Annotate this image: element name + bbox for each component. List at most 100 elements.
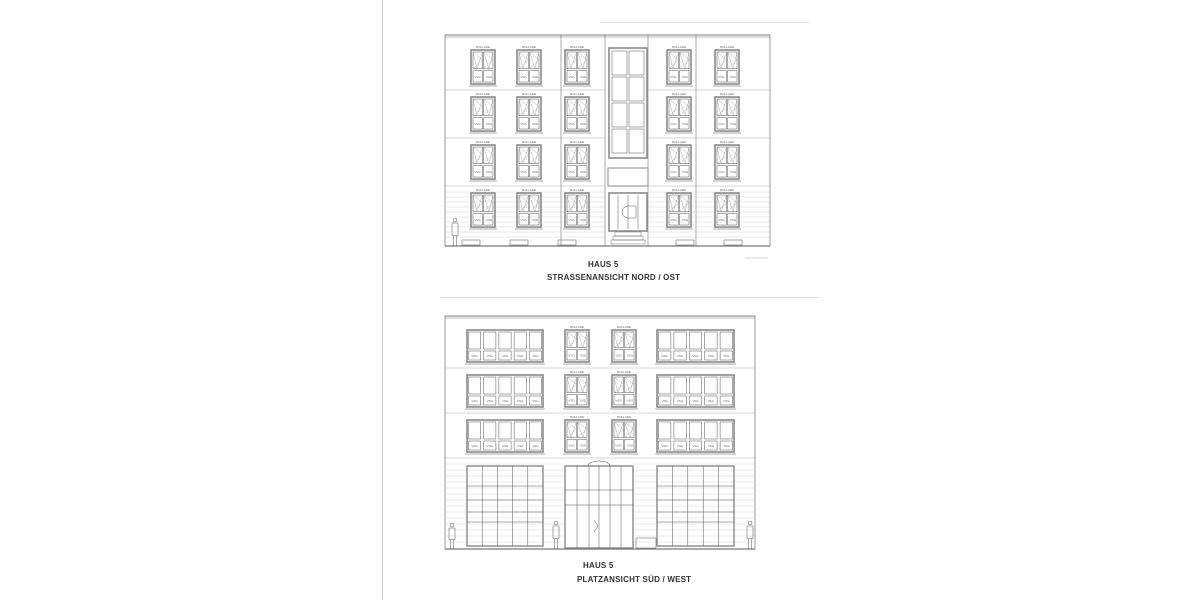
window-sash — [668, 194, 679, 212]
window-sash — [679, 51, 690, 69]
window-sash — [727, 194, 738, 212]
glass-panel — [689, 440, 702, 451]
sash-opening-mark — [679, 194, 690, 213]
window-sash — [668, 146, 679, 164]
glass-panel — [727, 70, 738, 83]
glass-panel — [483, 213, 494, 226]
sash-opening-mark — [529, 98, 540, 117]
glass-label: VSG — [568, 170, 575, 174]
glass-label: VSG — [708, 354, 715, 358]
glass-panel — [518, 70, 529, 83]
glass-panel — [613, 439, 624, 451]
glass-label: VSG — [568, 75, 575, 79]
glass-panel — [613, 349, 624, 361]
glass-label: VSG — [532, 354, 539, 358]
glass-panel — [513, 395, 527, 406]
glass-panel — [566, 213, 577, 226]
figure-body — [448, 527, 456, 549]
glass-label: VSG — [670, 122, 677, 126]
sash-opening-mark — [668, 51, 679, 70]
shutter-label: ROLLADE — [522, 140, 536, 144]
glass-label: VSG — [682, 218, 689, 222]
entrance-transom — [607, 167, 649, 187]
shutter-label: ROLLADE — [617, 325, 631, 329]
glass-panel — [518, 213, 529, 226]
glass-panel — [668, 213, 679, 226]
glass-label: VSG — [532, 170, 539, 174]
glass-label: VSG — [487, 354, 494, 358]
door-handle — [593, 519, 599, 533]
entrance-door — [608, 192, 648, 232]
glass-label: VSG — [615, 443, 622, 447]
shopfront-frame — [656, 465, 735, 547]
window-sash — [673, 421, 687, 440]
sash-opening-mark — [566, 376, 577, 394]
window-frame — [516, 192, 542, 228]
shutter-label: ROLLADE — [720, 92, 734, 96]
window-sash — [719, 331, 733, 350]
window-frame — [470, 192, 496, 228]
window-sash — [483, 146, 494, 164]
window-sash — [483, 331, 497, 350]
glass-label: VSG — [486, 218, 493, 222]
figure-head — [452, 217, 458, 223]
shutter-label: ROLLADE — [476, 45, 490, 49]
sash-opening-mark — [472, 194, 483, 213]
shutter-label: ROLLADE — [672, 92, 686, 96]
shutter-label: ROLLADE — [617, 415, 631, 419]
glass-label: VSG — [568, 443, 575, 447]
glass-label: VSG — [580, 398, 587, 402]
glass-label: VSG — [486, 75, 493, 79]
glass-panel — [719, 395, 733, 406]
stair-pane — [628, 102, 645, 128]
glass-label: VSG — [520, 218, 527, 222]
glass-panel — [658, 350, 672, 361]
glass-label: VSG — [718, 170, 725, 174]
sash-opening-mark — [483, 194, 494, 213]
shutter-label: ROLLADE — [672, 188, 686, 192]
sash-opening-mark — [613, 331, 624, 349]
glass-label: VSG — [692, 444, 699, 448]
shutter-label: ROLLADE — [522, 92, 536, 96]
glass-label: VSG — [627, 443, 634, 447]
glass-label: VSG — [471, 354, 478, 358]
window-frame — [666, 49, 692, 85]
glass-panel — [472, 213, 483, 226]
stair-pane — [628, 50, 645, 76]
glass-panel — [513, 440, 527, 451]
entrance-step — [610, 239, 646, 245]
glass-panel — [727, 213, 738, 226]
window-sash — [483, 421, 497, 440]
sash-opening-mark — [577, 376, 588, 394]
glass-panel — [719, 350, 733, 361]
window-sash — [472, 98, 483, 116]
window-sash — [472, 51, 483, 69]
window-sash — [566, 51, 577, 69]
shutter-label: ROLLADE — [720, 45, 734, 49]
window-frame — [516, 49, 542, 85]
sash-opening-mark — [577, 331, 588, 349]
window-frame — [564, 192, 590, 228]
sash-opening-mark — [679, 51, 690, 70]
sash-opening-mark — [566, 98, 577, 117]
glass-label: VSG — [677, 399, 684, 403]
glass-panel — [529, 70, 540, 83]
sheet-edge — [600, 22, 810, 23]
window-frame — [564, 96, 590, 132]
glass-label: VSG — [670, 218, 677, 222]
window-sash — [716, 194, 727, 212]
sash-opening-mark — [483, 146, 494, 165]
glass-label: VSG — [486, 170, 493, 174]
glass-label: VSG — [662, 354, 669, 358]
window-sash — [529, 98, 540, 116]
glass-label: VSG — [615, 353, 622, 357]
